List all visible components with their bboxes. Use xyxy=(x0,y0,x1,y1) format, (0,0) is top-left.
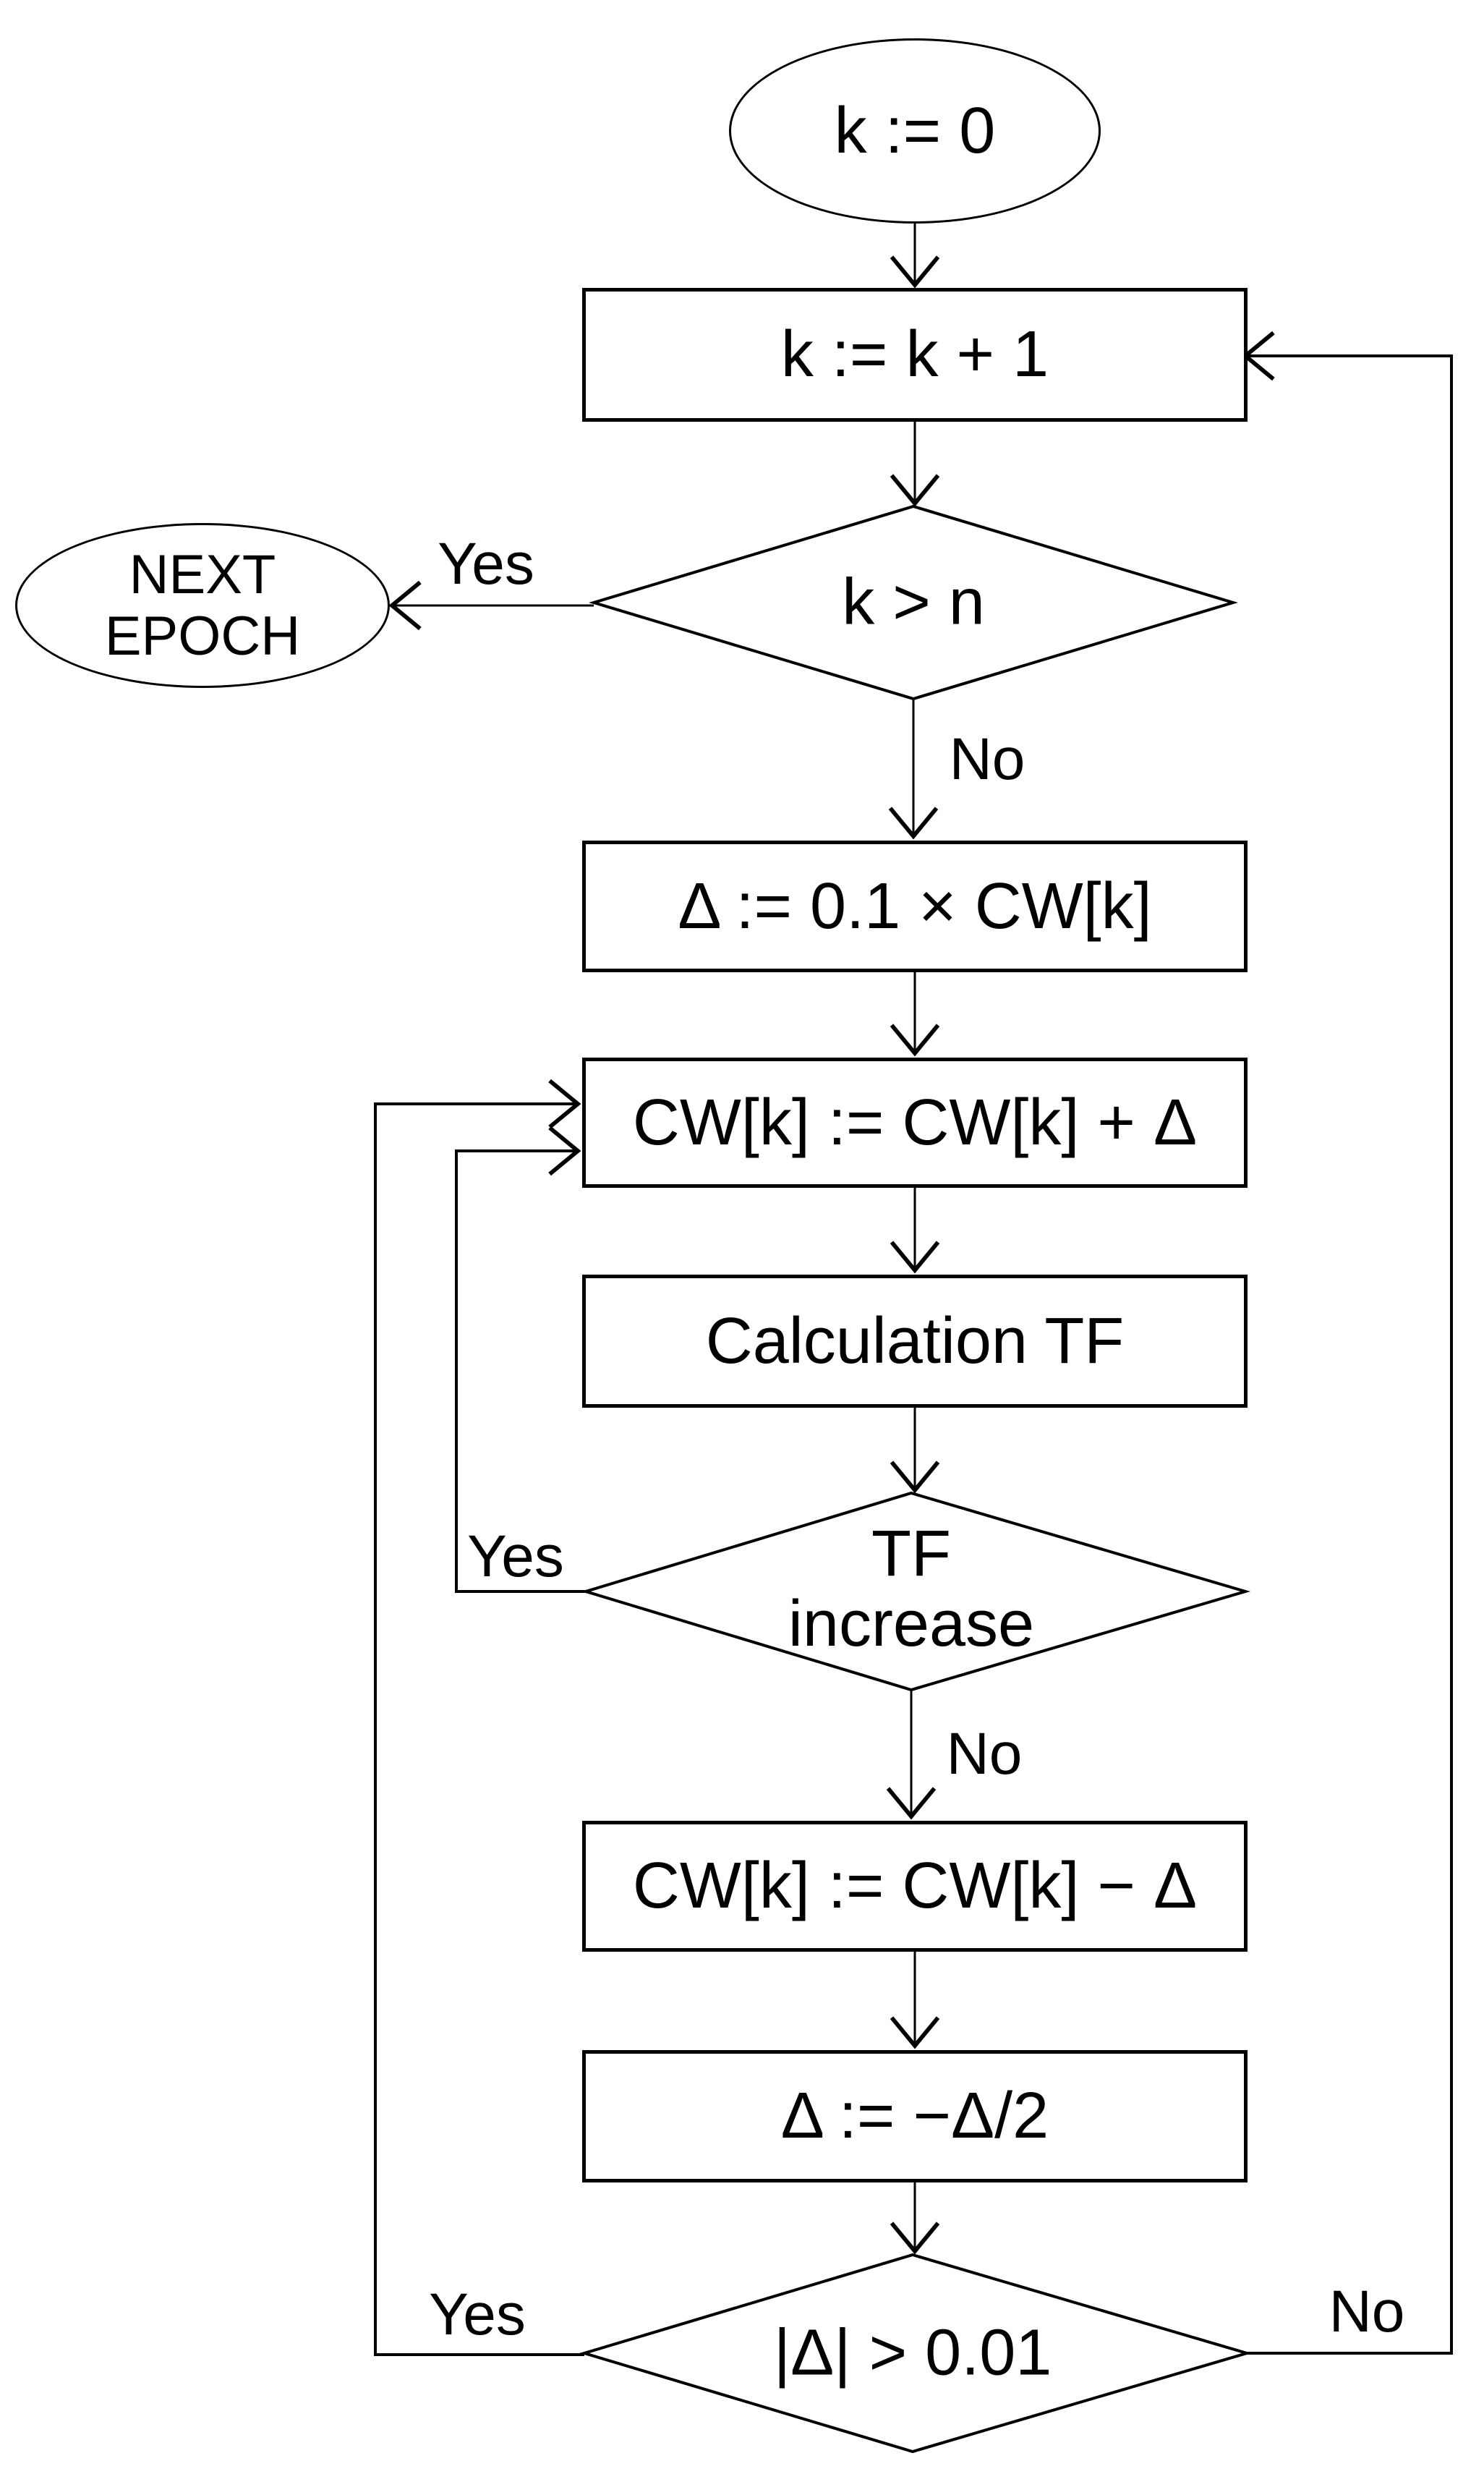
epoch-check-diamond-shape xyxy=(589,504,1238,701)
calc-tf-node-label: Calculation TF xyxy=(705,1304,1125,1377)
init-delta-node: Δ := 0.1 × CW[k] xyxy=(582,841,1248,972)
tf-no-label: No xyxy=(946,1721,1023,1787)
delta-yes-label: Yes xyxy=(429,2282,526,2347)
next-epoch-line1: NEXT xyxy=(129,543,276,605)
sub-delta-node: CW[k] := CW[k] − Δ xyxy=(582,1821,1248,1952)
tf-check-line1: TF xyxy=(871,1517,951,1590)
start-node-label: k := 0 xyxy=(834,94,996,167)
next-epoch-line2: EPOCH xyxy=(104,605,301,667)
increment-node-label: k := k + 1 xyxy=(780,318,1049,391)
epoch-check-label: k > n xyxy=(842,566,985,639)
tf-check-diamond-shape xyxy=(581,1491,1251,1692)
epoch-no-label: No xyxy=(949,726,1025,792)
init-delta-node-label: Δ := 0.1 × CW[k] xyxy=(678,870,1152,943)
tf-check-line2: increase xyxy=(788,1588,1035,1660)
next-epoch-node-label: NEXT EPOCH xyxy=(105,544,300,667)
sub-delta-node-label: CW[k] := CW[k] − Δ xyxy=(632,1850,1198,1923)
next-epoch-node: NEXT EPOCH xyxy=(15,523,390,688)
delta-check-label: |Δ| > 0.01 xyxy=(773,2316,1052,2389)
add-delta-node-label: CW[k] := CW[k] + Δ xyxy=(632,1086,1198,1159)
edge-delta-yes-loop xyxy=(374,1079,584,2356)
calc-tf-node: Calculation TF xyxy=(582,1275,1248,1408)
edge-delta-no-loop xyxy=(1242,331,1453,2355)
edge-tf-yes-loop xyxy=(455,1126,586,1593)
halve-delta-node-label: Δ := −Δ/2 xyxy=(780,2080,1049,2153)
tf-yes-label: Yes xyxy=(467,1523,564,1589)
start-node: k := 0 xyxy=(729,38,1101,224)
delta-no-label: No xyxy=(1329,2279,1405,2345)
tf-check-label: TF increase xyxy=(788,1517,1035,1660)
increment-node: k := k + 1 xyxy=(582,288,1248,422)
delta-check-diamond-shape xyxy=(579,2253,1253,2454)
epoch-yes-label: Yes xyxy=(438,531,534,597)
halve-delta-node: Δ := −Δ/2 xyxy=(582,2050,1248,2182)
add-delta-node: CW[k] := CW[k] + Δ xyxy=(582,1058,1248,1188)
